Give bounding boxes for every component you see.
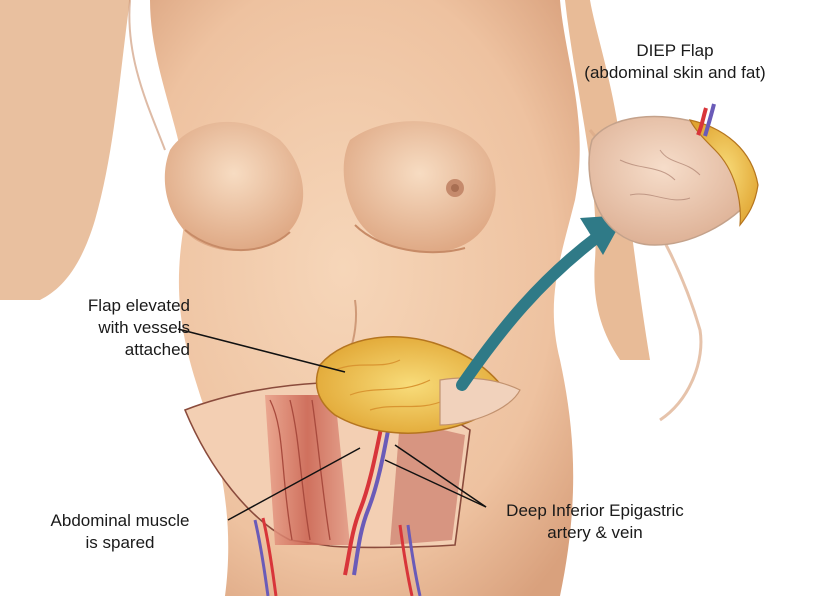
vessels-label: Deep Inferior Epigastric artery & vein bbox=[485, 500, 705, 544]
vessels-line1: Deep Inferior Epigastric bbox=[506, 501, 684, 520]
transfer-arrow bbox=[456, 229, 606, 391]
muscle-spared-label: Abdominal muscle is spared bbox=[30, 510, 210, 554]
left-arm bbox=[0, 0, 130, 300]
dome-artery bbox=[696, 107, 708, 136]
flap-elevated-line3: attached bbox=[124, 340, 190, 359]
dome-fat-rim bbox=[688, 119, 759, 227]
diep-flap-dome bbox=[588, 115, 756, 246]
leader-flap bbox=[177, 328, 346, 373]
vein bbox=[352, 409, 394, 576]
artery bbox=[343, 409, 387, 576]
flap-elevated-label: Flap elevated with vessels attached bbox=[40, 295, 190, 361]
flap-elevated-line2: with vessels bbox=[98, 318, 190, 337]
dome-vein bbox=[703, 103, 716, 137]
leader-vessels-1 bbox=[384, 459, 487, 508]
diep-flap-title: DIEP Flap (abdominal skin and fat) bbox=[575, 40, 775, 84]
right-breast bbox=[343, 121, 496, 253]
diep-flap-title-line1: DIEP Flap bbox=[636, 41, 714, 60]
muscle-spared-line2: is spared bbox=[85, 533, 155, 552]
left-breast bbox=[164, 121, 304, 252]
rectus-muscle bbox=[265, 395, 350, 545]
diep-flap-title-line2: (abdominal skin and fat) bbox=[584, 63, 766, 82]
flap-elevated-line1: Flap elevated bbox=[87, 296, 190, 315]
muscle-spared-line1: Abdominal muscle bbox=[50, 511, 190, 530]
leader-muscle bbox=[227, 447, 361, 521]
vessels-line2: artery & vein bbox=[547, 523, 643, 542]
leader-vessels-2 bbox=[394, 444, 487, 508]
